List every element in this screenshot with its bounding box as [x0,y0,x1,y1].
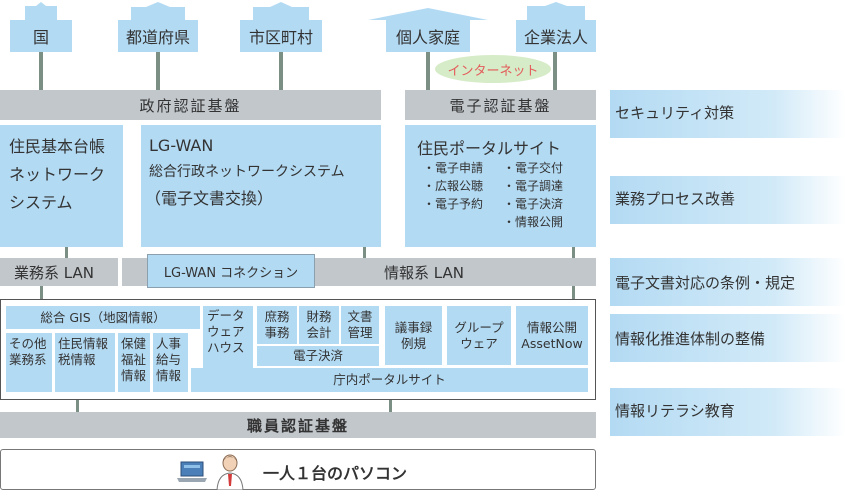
portal-item: ・広報公聴 [423,179,484,193]
app-hr: 人事 給与 情報 [153,333,188,392]
app-groupware: グループ ウェア [447,306,511,365]
connector-line [65,246,68,258]
one-pc-label: 一人１台のパソコン [263,464,408,483]
staff-auth-bar: 職員認証基盤 [0,412,596,438]
lan-divider [118,258,122,286]
roof-shape [10,2,72,20]
app-line: 住民情報 [58,336,109,351]
laptop-icon [177,461,207,482]
app-line: 給与 [156,352,182,367]
gov-auth-bar: 政府認証基盤 [0,90,381,120]
one-pc-box: 一人１台のパソコン [0,449,596,490]
measure-security: セキュリティ対策 [610,90,846,138]
e-auth-bar: 電子認証基盤 [405,90,596,120]
juki-line: システム [9,193,73,212]
portal-item: ・電子調達 [503,179,564,193]
portal-right-list: ・電子交付 ・電子調達 ・電子決済 ・情報公開 [503,159,563,231]
app-line: ハウス [207,340,245,355]
app-line: 保健 [121,336,147,351]
app-resident-tax: 住民情報 税情報 [55,333,115,392]
app-finance: 財務 会計 [299,306,339,344]
app-line: その他 [9,336,47,351]
lgwan-subtitle: 総合行政ネットワークシステム [149,164,345,180]
juki-system-box: 住民基本台帳 ネットワーク システム [0,125,123,247]
app-line: データ [207,308,245,323]
connector-line [39,52,43,90]
internet-bubble: インターネット [435,55,551,83]
connector-line [363,246,366,258]
entity-kuni: 国 [10,20,72,52]
app-e-settlement: 電子決済 [257,346,379,366]
app-docs: 文書 管理 [341,306,379,344]
entity-municipality: 市区町村 [240,20,322,52]
roof-shape [516,2,596,20]
connector-line [553,52,557,90]
app-line: 例規 [400,335,426,351]
lgwan-connection-box: LG-WAN コネクション [147,254,315,288]
portal-item: ・電子申請 [423,161,484,175]
app-line: ウェア [460,335,498,351]
app-line: 人事 [156,336,182,351]
app-line: AssetNow [521,335,583,351]
portal-item: ・電子交付 [503,161,564,175]
app-health: 保健 福祉 情報 [118,333,150,392]
measure-literacy: 情報リテラシ教育 [610,388,846,436]
lgwan-system-box: LG-WAN 総合行政ネットワークシステム （電子文書交換） [141,125,381,247]
joho-lan-label: 情報系 LAN [384,264,464,282]
app-disclosure: 情報公開 AssetNow [516,306,588,365]
juki-line: ネットワーク [9,165,106,184]
portal-left-list: ・電子申請 ・広報公聴 ・電子予約 [423,159,483,213]
app-line: 税情報 [58,352,96,367]
portal-item: ・情報公開 [503,215,564,229]
app-minutes: 議事録 例規 [385,306,442,365]
connector-line [426,52,430,90]
app-line: 情報 [121,368,147,383]
measure-edoc-rules: 電子文書対応の条例・規定 [610,258,846,306]
roof-shape [118,2,198,20]
app-line: 福祉 [121,352,147,367]
app-gis: 総合 GIS（地図情報） [6,306,200,329]
lgwan-note: （電子文書交換） [145,189,274,208]
lgwan-title: LG-WAN [149,136,214,155]
app-line: 情報公開 [526,319,577,335]
connector-line [156,52,160,90]
entity-household: 個人家庭 [386,20,470,52]
app-line: ウェア [207,324,245,339]
app-line: 情報 [156,368,182,383]
connector-line [279,52,283,90]
app-line: 財務 [306,309,332,324]
app-line: 庶務 [264,309,290,324]
juki-line: 住民基本台帳 [9,137,106,156]
portal-item: ・電子予約 [423,197,484,211]
app-intra-portal: 庁内ポータルサイト [191,368,588,392]
portal-title: 住民ポータルサイト [417,139,562,158]
person-icon [216,454,244,490]
roof-shape [368,8,488,20]
app-other: その他 業務系 [6,333,52,392]
app-line: 議事録 [394,319,433,335]
measure-process: 業務プロセス改善 [610,176,846,224]
measure-organization: 情報化推進体制の整備 [610,314,846,362]
connector-line [40,286,43,300]
entity-corporation: 企業法人 [516,20,596,52]
app-line: 管理 [347,325,373,340]
connector-line [389,398,392,412]
portal-item: ・電子決済 [503,197,564,211]
app-line: グループ [454,319,504,335]
app-dwh: データ ウェア ハウス [203,306,253,368]
app-line: 会計 [306,325,332,340]
app-line: 文書 [347,309,373,324]
connector-line [76,398,79,412]
entity-prefecture: 都道府県 [118,20,198,52]
lan-bar: 業務系 LAN LG-WAN コネクション 情報系 LAN [0,254,596,288]
app-line: 業務系 [9,352,47,367]
house-roofs [10,2,596,20]
gyomu-lan-label: 業務系 LAN [14,264,94,282]
portal-system-box: 住民ポータルサイト ・電子申請 ・広報公聴 ・電子予約 ・電子交付 ・電子調達 … [405,125,596,247]
app-line: 事務 [264,325,290,340]
app-general: 庶務 事務 [257,306,297,344]
roof-shape [240,2,322,20]
